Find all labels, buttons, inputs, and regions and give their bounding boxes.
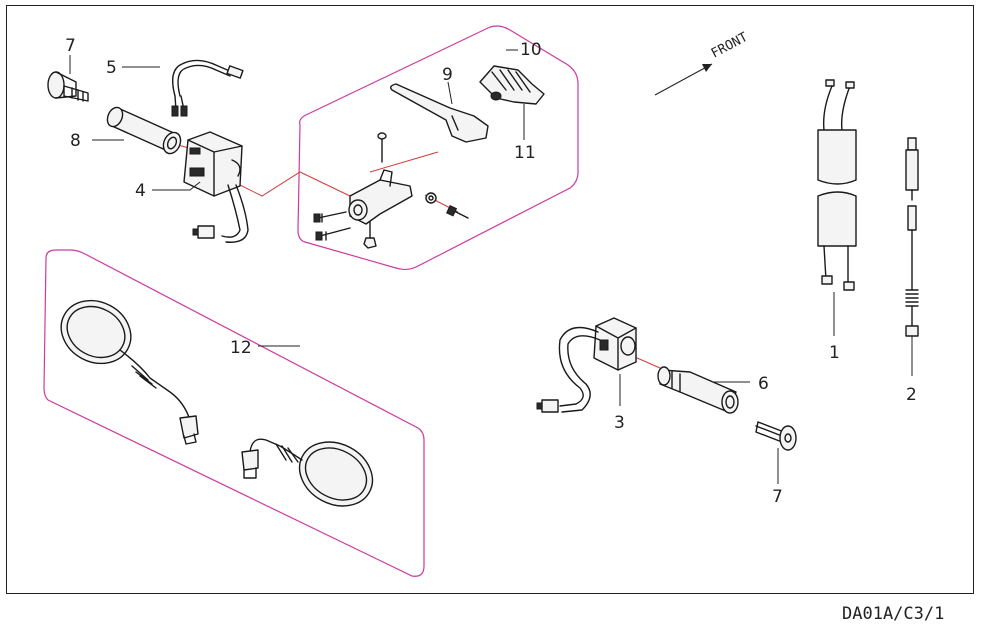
bar-end-plug-bottom bbox=[755, 421, 797, 451]
lever-holder-bracket bbox=[313, 132, 469, 249]
left-grip-part-8 bbox=[106, 106, 182, 155]
callout-11: 11 bbox=[514, 143, 536, 163]
diagram-frame bbox=[6, 5, 974, 594]
brake-lever-part-9 bbox=[389, 83, 489, 143]
right-switch-part-3 bbox=[536, 317, 637, 413]
front-direction-arrow bbox=[654, 63, 713, 96]
callout-4: 4 bbox=[135, 181, 146, 201]
brake-cable-part-2 bbox=[905, 137, 919, 337]
front-label: FRONT bbox=[709, 30, 751, 62]
throttle-grip-part-6 bbox=[657, 366, 739, 414]
callout-6: 6 bbox=[758, 374, 769, 394]
callout-3: 3 bbox=[614, 413, 625, 433]
mirror-right-part-12 bbox=[241, 438, 374, 507]
callout-7-top: 7 bbox=[65, 36, 76, 56]
callout-9: 9 bbox=[442, 65, 453, 85]
callout-10: 10 bbox=[520, 40, 542, 60]
callout-5: 5 bbox=[106, 58, 117, 78]
callout-7-bottom: 7 bbox=[772, 487, 783, 507]
leader-lines bbox=[69, 49, 913, 484]
callout-8: 8 bbox=[70, 131, 81, 151]
group-outline-10 bbox=[297, 25, 579, 271]
callout-12: 12 bbox=[230, 338, 252, 358]
mirror-left-part-12 bbox=[60, 299, 199, 445]
callout-1: 1 bbox=[829, 343, 840, 363]
callout-2: 2 bbox=[906, 385, 917, 405]
throttle-cable-part-1 bbox=[817, 79, 857, 291]
bar-end-plug-top bbox=[47, 71, 89, 102]
lever-guard-part-11 bbox=[479, 65, 545, 105]
group-outline-12 bbox=[43, 249, 425, 577]
left-switch-part-4 bbox=[183, 131, 249, 243]
drawing-code: DA01A/C3/1 bbox=[842, 604, 944, 624]
throttle-wire-part-5 bbox=[171, 59, 244, 117]
